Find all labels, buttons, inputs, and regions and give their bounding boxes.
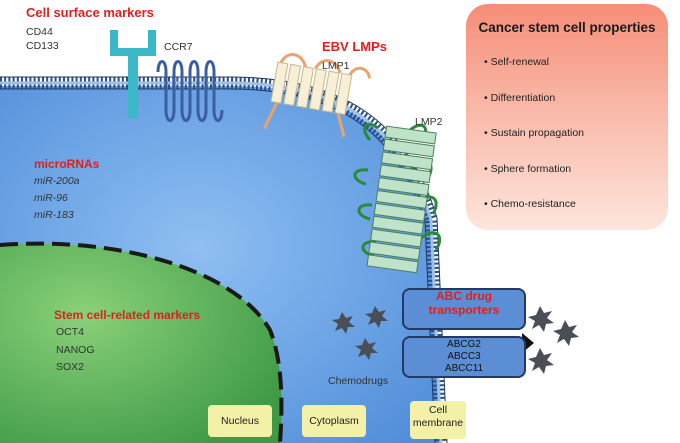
cd44-cd133-receptor (110, 30, 156, 118)
lmp2-label: LMP2 (415, 116, 443, 128)
nucleus (0, 243, 282, 443)
stem-marker-item: NANOG (56, 344, 95, 356)
stem-markers-title: Stem cell-related markers (54, 308, 201, 322)
property-item: • Chemo-resistance (484, 198, 576, 210)
cancer-stem-cell-properties-box: Cancer stem cell properties • Self-renew… (466, 4, 668, 230)
lmp2-protein (353, 122, 442, 274)
mirna-item: miR-200a (34, 175, 80, 187)
mirna-item: miR-96 (34, 192, 68, 204)
ccr7-receptor (156, 60, 224, 122)
properties-list: • Self-renewal • Differentiation • Susta… (484, 56, 584, 234)
cell-surface-markers-title: Cell surface markers (26, 5, 154, 20)
stem-marker-item: SOX2 (56, 361, 85, 373)
property-item: • Sphere formation (484, 162, 572, 175)
property-item: • Self-renewal (484, 56, 549, 68)
abc-transporter-header-box (402, 288, 526, 330)
nuclear-envelope (0, 241, 284, 443)
abc-transporter-list-box (402, 336, 526, 378)
property-item: • Differentiation (484, 91, 556, 104)
chemodrug-particles-inside (332, 306, 388, 360)
properties-title: Cancer stem cell properties (478, 20, 656, 35)
lmp1-label: LMP1 (322, 60, 350, 72)
cytoplasm-label-box: Cytoplasm (302, 405, 366, 437)
ebv-lmps-title: EBV LMPs (322, 39, 388, 54)
micrornas-title: microRNAs (34, 157, 100, 171)
chemodrugs-label: Chemodrugs (328, 375, 389, 387)
lmp1-protein (262, 53, 372, 138)
marker-cd44: CD44 (26, 26, 53, 38)
marker-cd133: CD133 (26, 40, 59, 52)
mirna-item: miR-183 (34, 209, 74, 221)
chemodrug-particles-outside (528, 306, 579, 374)
property-item: • Sustain propagation (484, 127, 584, 139)
ccr7-label: CCR7 (164, 41, 193, 53)
stem-marker-item: OCT4 (56, 326, 85, 338)
nucleus-label-box: Nucleus (208, 405, 272, 437)
